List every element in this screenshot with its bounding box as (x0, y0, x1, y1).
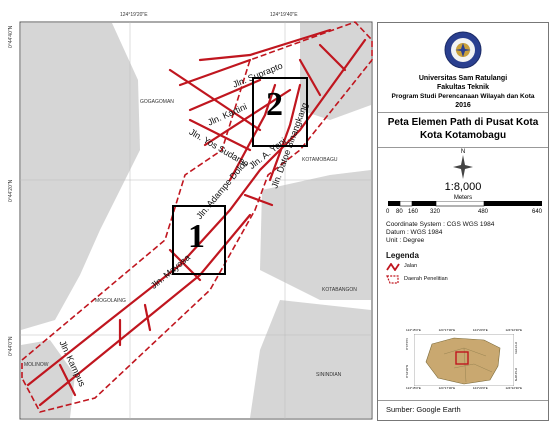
inset-coord: 124°17'30"E (438, 328, 456, 332)
university-name: Universitas Sam Ratulangi (418, 75, 508, 82)
scale-ticks: 0 80 160 320 480 640 (386, 209, 546, 217)
scale-tick: 0 (386, 209, 390, 215)
inset-coord: 124°22'30"E (505, 328, 522, 332)
road-adampe (228, 83, 277, 182)
divider (378, 112, 548, 113)
inset-coord-right-1: 0°47'0"N (514, 342, 518, 354)
legend-item-study-area: Daerah Penelitian (404, 276, 448, 282)
road-kampus (58, 363, 77, 397)
scale-bar (388, 201, 542, 207)
inset-coord: 124°22'30"E (505, 386, 522, 390)
year: 2016 (455, 102, 471, 109)
zone-1-box (172, 205, 226, 275)
road-branch (143, 303, 152, 332)
program-name: Program Studi Perencanaan Wilayah dan Ko… (391, 93, 535, 100)
road-kartini (188, 78, 262, 112)
road-branch (318, 43, 347, 72)
inset-map: 124°15'0"E 124°17'30"E 124°20'0"E 124°22… (405, 328, 522, 392)
scale-unit: Meters (453, 195, 473, 201)
inset-coord: 124°17'30"E (438, 386, 456, 390)
coord-top-1: 124°19'20"E (120, 12, 148, 18)
inset-coord: 124°15'0"E (406, 386, 421, 390)
road-datoe (268, 83, 302, 182)
road-legend-icon (386, 263, 400, 271)
scale-ratio: 1:8,000 (444, 181, 482, 193)
road-branch (168, 248, 202, 282)
area-molinow: MOLINOW (24, 362, 49, 368)
inset-coord-right-2: 0°44'30"N (514, 368, 518, 382)
legend-item-road: Jalan (404, 263, 418, 269)
land-east (260, 170, 371, 300)
area-kotamobagu: KOTAMOBAGU (302, 157, 338, 163)
road-north (198, 28, 332, 62)
land-northeast (300, 23, 371, 120)
north-arrow-icon (453, 155, 473, 179)
scale-tick: 320 (430, 209, 441, 215)
inset-coord-left-2: 0°44'30"N (405, 364, 409, 378)
inset-coords-bottom: 124°15'0"E 124°17'30"E 124°20'0"E 124°22… (406, 386, 522, 391)
zone-2-box (252, 77, 308, 147)
coord-left-3: 0°44'0"N (8, 336, 14, 356)
scale-tick: 480 (478, 209, 489, 215)
datum: Datum : WGS 1984 (386, 229, 443, 236)
inset-coords-top: 124°15'0"E 124°17'30"E 124°20'0"E 124°22… (406, 328, 522, 333)
inset-coord: 124°20'0"E (472, 328, 488, 332)
land-west (21, 23, 140, 330)
road-branch (243, 193, 274, 207)
coord-left-2: 0°44'20"N (8, 179, 14, 202)
area-mogolaing: MOGOLAING (95, 298, 126, 304)
university-logo (444, 31, 482, 69)
road-suprapto (178, 58, 252, 87)
zone-2-label: 2 (266, 86, 283, 123)
legend-panel: Universitas Sam Ratulangi Fakultas Tekni… (377, 22, 549, 421)
north-label: N (460, 149, 466, 155)
zone-1-label: 1 (188, 218, 205, 255)
road-network (26, 28, 367, 407)
map-title-line1: Peta Elemen Path di Pusat Kota (387, 117, 539, 128)
road-ayani (203, 88, 292, 147)
map-title-line2: Kota Kotamobagu (419, 130, 507, 141)
study-area-legend-icon (386, 275, 399, 284)
scale-tick: 640 (532, 209, 543, 215)
source: Sumber: Google Earth (386, 405, 461, 414)
inset-coord: 124°15'0"E (406, 328, 421, 332)
area-sinindian: SININDIAN (316, 372, 342, 378)
scale-tick: 160 (408, 209, 419, 215)
unit: Unit : Degree (386, 237, 425, 244)
divider (378, 400, 548, 401)
faculty-name: Fakultas Teknik (436, 84, 489, 91)
study-area-boundary (21, 21, 373, 413)
legend-title: Legenda (386, 251, 419, 260)
inset-coord: 124°20'0"E (472, 386, 488, 390)
scale-tick: 80 (396, 209, 403, 215)
coord-left-1: 0°44'40"N (8, 25, 14, 48)
road-main (26, 38, 367, 387)
land-southeast (250, 300, 371, 418)
area-gogagoman: GOGAGOMAN (140, 99, 174, 105)
inset-coord-left-1: 0°47'0"N (405, 338, 409, 350)
coord-top-2: 124°19'40"E (270, 12, 298, 18)
area-kotabangon: KOTABANGON (322, 287, 357, 293)
road-branch (298, 58, 322, 97)
inset-map-graphic (414, 334, 514, 386)
road-gogagoman (168, 68, 262, 132)
coord-system: Coordinate System : CGS WGS 1984 (386, 221, 495, 228)
divider (378, 147, 548, 148)
